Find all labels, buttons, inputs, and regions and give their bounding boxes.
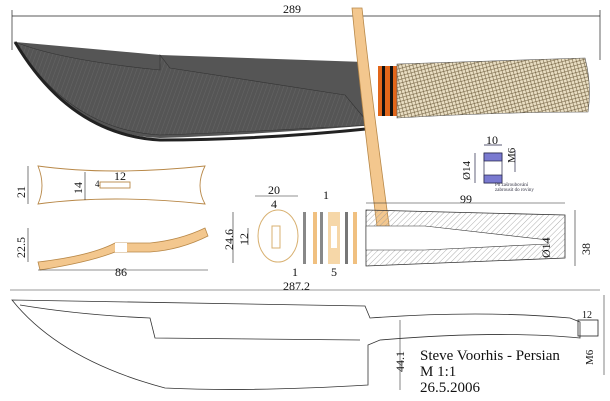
dim-guard-side-height: 22.5 (14, 237, 28, 258)
spacer-stack (303, 212, 357, 264)
dim-spacer-stack: 5 (331, 265, 337, 279)
dim-blade-length: 287.2 (283, 279, 310, 293)
dim-handle-length: 99 (460, 192, 472, 206)
dim-guard-inner: 14 (71, 182, 85, 194)
dim-nut-length: 12 (582, 310, 592, 321)
blade-side-view (13, 41, 377, 142)
dim-guard-height: 21 (14, 186, 28, 198)
title-block-date: 26.5.2006 (420, 380, 480, 396)
dim-nut-thread: M6 (506, 147, 518, 163)
spacer-front (232, 195, 299, 263)
dim-nut-length-detail: 10 (486, 133, 498, 147)
dim-guard-length: 86 (115, 265, 127, 279)
guard-bottom-view (27, 227, 209, 271)
ferrule-spacers (378, 66, 397, 116)
dim-spacer-height: 24.6 (222, 229, 236, 250)
dim-blade-height: 44.1 (393, 351, 407, 372)
blade-profile (10, 289, 605, 390)
dim-spacer-thickness-a: 1 (323, 188, 329, 202)
dim-spacer-thickness-b: 1 (292, 265, 298, 279)
guard-top-view (37, 165, 206, 205)
dim-overall-length: 289 (283, 2, 301, 16)
overall-dimension (11, 10, 601, 60)
nut-detail (474, 144, 516, 184)
assembly-note: Po zašroubování zabrousit do roviny (495, 183, 534, 193)
dim-handle-height: 38 (579, 243, 593, 255)
dim-spacer-width: 20 (268, 183, 280, 197)
dim-handle-bore: Ø14 (539, 237, 553, 258)
dim-thread: M6 (584, 349, 596, 365)
handle-section (365, 202, 576, 267)
handle-crosshatch (396, 57, 590, 119)
title-block-name: Steve Voorhis - Persian (420, 348, 560, 364)
dim-spacer-slot-height: 12 (237, 233, 251, 245)
dim-spacer-slot-width: 4 (271, 197, 277, 211)
title-block-scale: M 1:1 (420, 364, 457, 380)
dim-nut-diameter: Ø14 (461, 161, 473, 180)
dim-guard-slot-length: 12 (114, 169, 126, 183)
dim-guard-slot-width: 4 (95, 179, 100, 189)
